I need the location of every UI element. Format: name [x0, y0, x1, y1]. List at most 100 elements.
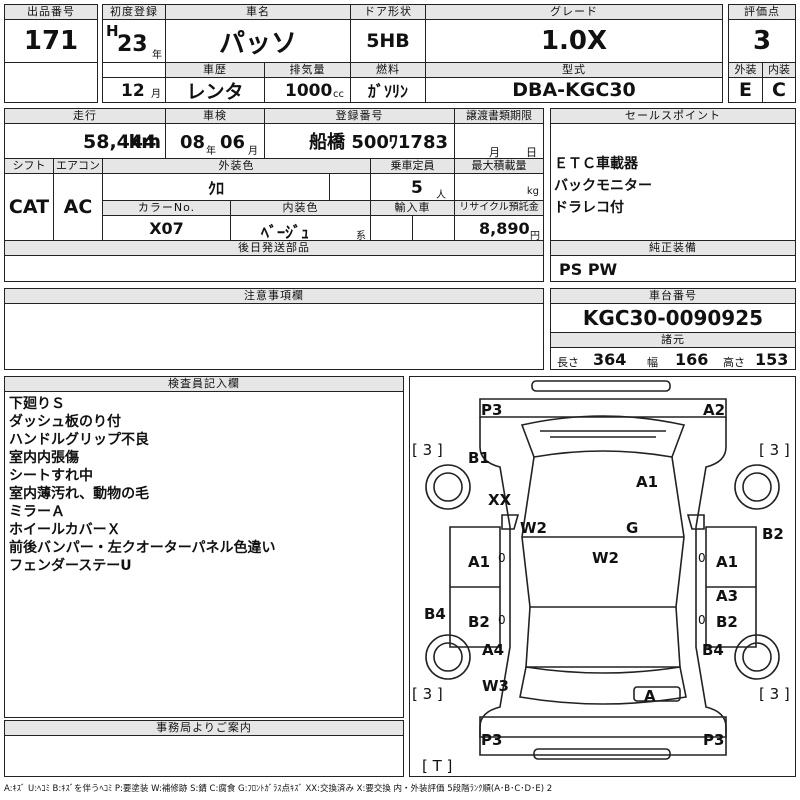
import-cell-b	[412, 215, 455, 241]
capacity-cell: 5 人	[370, 173, 455, 201]
later-parts-label: 後日発送部品	[4, 240, 544, 256]
tire-rear-right: [ 3 ]	[759, 685, 790, 703]
note-line: ミラーＡ	[9, 504, 65, 520]
mark-rear-left: P3	[481, 731, 503, 749]
mark-front-right: A2	[703, 401, 726, 419]
mileage-unit: km	[128, 131, 161, 153]
first-reg-year-cell: H 23 年	[102, 19, 166, 63]
chassis-label: 車台番号	[550, 288, 796, 304]
length-label: 長さ	[557, 356, 579, 369]
height-label: 高さ	[723, 356, 745, 369]
plate-label: 登録番号	[264, 108, 455, 124]
color-no-label: カラーNo.	[102, 200, 231, 216]
insp-month: 06	[220, 132, 246, 153]
inspection-cell: 08 年 06 月	[165, 123, 265, 159]
caution-cell	[4, 303, 544, 370]
spare-tire: [ T ]	[422, 757, 453, 775]
interior-unit: 系	[356, 231, 366, 242]
history: レンタ	[165, 77, 265, 103]
reg-month: 12	[121, 81, 145, 101]
sales-points: ＥＴＣ車載器 バックモニター ドラレコ付	[550, 123, 796, 241]
mark-b4-left: B4	[424, 605, 446, 623]
interior-cell: ﾍﾞｰｼﾞｭ 系	[230, 215, 371, 242]
reg-month-cell: 12 月	[102, 77, 166, 103]
mark-a1-right: A1	[716, 553, 739, 571]
office-cell	[4, 735, 404, 777]
recycle-label: リサイクル預託金	[454, 200, 544, 216]
recycle-unit: 円	[530, 231, 540, 242]
note-line: 前後バンパー・左クオーターパネル色違い	[9, 540, 276, 556]
mark-w3: W3	[482, 677, 509, 695]
sales-item: ＥＴＣ車載器	[554, 156, 638, 172]
office-label: 事務局よりご案内	[4, 720, 404, 736]
reg-year: 23	[117, 32, 148, 57]
color-spare	[329, 173, 371, 201]
mileage: 58,444	[83, 131, 157, 153]
mark-g: G	[626, 519, 639, 537]
equipment-cell: PS PW	[550, 255, 796, 282]
transfer-label: 譲渡書類期限	[454, 108, 544, 124]
sales-item: ドラレコ付	[554, 200, 624, 216]
tire-front-right: [ 3 ]	[759, 441, 790, 459]
sales-label: セールスポイント	[550, 108, 796, 124]
first-reg-label: 初度登録	[102, 4, 166, 20]
mark-zero: 0	[498, 613, 506, 627]
caution-label: 注意事項欄	[4, 288, 544, 304]
ext-grade: E	[728, 77, 763, 103]
width-label: 幅	[647, 356, 658, 369]
load-label: 最大積載量	[454, 158, 544, 174]
lot-label: 出品番号	[4, 4, 98, 20]
sales-item: バックモニター	[554, 178, 652, 194]
mark-b2-rear-right: B2	[716, 613, 738, 631]
car-diagram: P3 A2 [ 3 ] [ 3 ] B1 XX A1 W2 G B2 A1 0 …	[409, 376, 796, 777]
mark-a1-left: A1	[468, 553, 491, 571]
equipment-label: 純正装備	[550, 240, 796, 256]
displacement-cell: 1000 cc	[264, 77, 351, 103]
insp-year: 08	[180, 132, 206, 153]
legend: A:ｷｽﾞ U:ﾍｺﾐ B:ｷｽﾞを伴うﾍｺﾐ P:要塗装 W:補修跡 S:錆 …	[4, 784, 553, 794]
mark-w2-center: W2	[592, 549, 619, 567]
color-label: 外装色	[102, 158, 371, 174]
score-label: 評価点	[728, 4, 796, 20]
reg-spacer	[102, 62, 166, 78]
load-unit: kg	[526, 186, 539, 197]
capacity-unit: 人	[436, 190, 446, 201]
door-label: ドア形状	[350, 4, 426, 20]
insp-year-unit: 年	[206, 146, 216, 157]
note-line: 室内薄汚れ、動物の毛	[9, 486, 150, 502]
ac-label: エアコン	[53, 158, 103, 174]
ac: AC	[53, 173, 103, 241]
mark-zero: 0	[498, 551, 506, 565]
later-parts-cell	[4, 255, 544, 282]
height: 153	[755, 350, 789, 369]
score: 3	[728, 19, 796, 63]
car-name: パッソ	[165, 19, 351, 63]
note-line: ホイールカバーＸ	[9, 522, 121, 538]
chassis-number: KGC30-0090925	[550, 303, 796, 333]
car-outline	[425, 380, 780, 760]
year-unit: 年	[152, 50, 162, 61]
interior-label: 内装色	[230, 200, 371, 216]
recycle-cell: 8,890 円	[454, 215, 544, 242]
displacement-label: 排気量	[264, 62, 351, 78]
interior: ﾍﾞｰｼﾞｭ	[261, 223, 310, 242]
dims-label: 諸元	[550, 332, 796, 348]
color: ｸﾛ	[102, 173, 330, 201]
grade: 1.0X	[425, 19, 723, 63]
door-type: 5HB	[350, 19, 426, 63]
note-line: フェンダーステーU	[9, 558, 132, 574]
int-label: 内装	[762, 62, 796, 78]
transfer-month: 月	[489, 146, 500, 159]
grade-label: グレード	[425, 4, 723, 20]
note-line: シートすれ中	[9, 468, 93, 484]
car-name-label: 車名	[165, 4, 351, 20]
width: 166	[675, 350, 709, 369]
mark-a3: A3	[716, 587, 739, 605]
dims-cell: 長さ 364 幅 166 高さ 153	[550, 347, 796, 370]
capacity-label: 乗車定員	[370, 158, 455, 174]
color-no: X07	[102, 215, 231, 241]
month-unit: 月	[151, 89, 161, 100]
length: 364	[593, 350, 627, 369]
inspector-label: 検査員記入欄	[4, 376, 404, 392]
import-label: 輸入車	[370, 200, 455, 216]
